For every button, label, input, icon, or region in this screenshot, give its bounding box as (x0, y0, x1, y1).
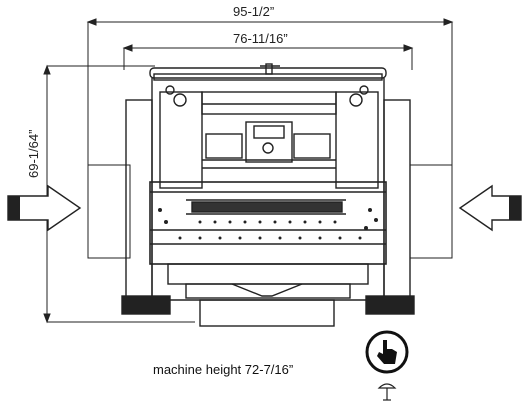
frame-width-label: 76-11/16” (233, 31, 288, 46)
right-side-box (409, 164, 453, 259)
arrow-left-icon (458, 184, 522, 232)
beam-holes (158, 208, 378, 240)
frame-width-dimension (122, 44, 414, 70)
machine-height-caption: machine height 72-7/16” (153, 362, 294, 377)
mushroom-button-icon (377, 383, 397, 401)
depth-dimension (43, 64, 195, 324)
machine-frame (121, 63, 415, 327)
arrow-right-icon (7, 184, 82, 232)
overall-width-label: 95-1/2” (233, 4, 275, 19)
depth-label: 69-1/64” (26, 129, 41, 178)
hand-pointer-icon (365, 330, 409, 374)
left-side-box (87, 164, 131, 259)
